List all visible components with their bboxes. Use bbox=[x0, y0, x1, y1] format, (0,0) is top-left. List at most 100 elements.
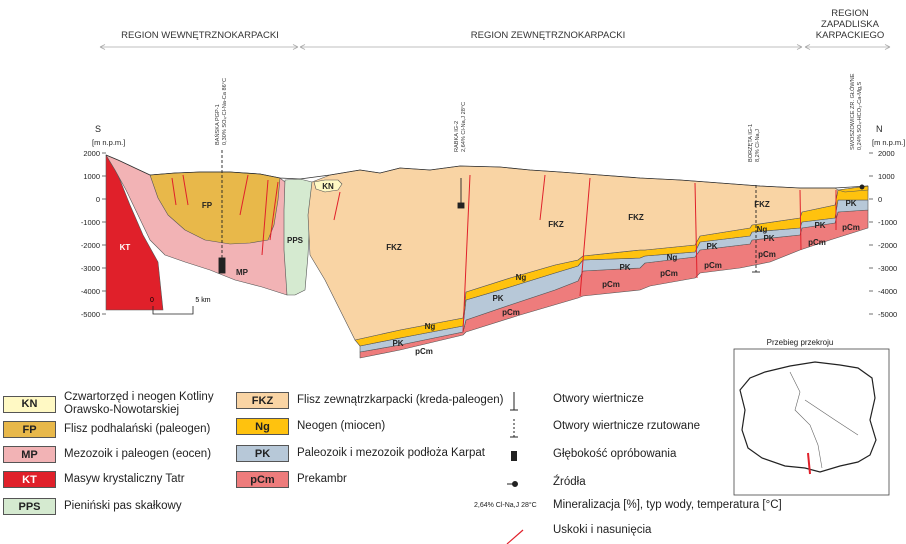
well-annotations: BAŃSKA PGP-1 0,30% SO₄-Cl-Na-Ca 86°C RAB… bbox=[214, 73, 863, 162]
well-icon bbox=[510, 392, 518, 411]
tick-label: -3000 bbox=[81, 264, 100, 273]
fault-line bbox=[261, 179, 269, 256]
label-ng: Ng bbox=[425, 322, 436, 331]
cross-section bbox=[105, 154, 869, 359]
symbol-label-faults: Uskoki i nasunięcia bbox=[553, 524, 652, 536]
axis-unit-right: [m n.p.m.] bbox=[872, 138, 905, 147]
fault-line bbox=[269, 181, 279, 241]
label-pk: PK bbox=[763, 234, 774, 243]
symbol-label-sampling-depth: Głębokość opróbowania bbox=[553, 448, 677, 460]
axis-unit-left: [m n.p.m.] bbox=[92, 138, 125, 147]
river-icon bbox=[804, 399, 859, 436]
label-pk: PK bbox=[814, 221, 825, 230]
label-pcm: pCm bbox=[704, 261, 722, 270]
legend-swatch-pk: PK bbox=[236, 445, 289, 462]
sampling-depth-banska bbox=[218, 257, 226, 274]
fault-line bbox=[171, 177, 177, 206]
axis-direction-south: S bbox=[95, 124, 101, 134]
legend-label-pcm: Prekambr bbox=[297, 473, 347, 485]
region-headers: REGION WEWNĘTRZNOKARPACKI REGION ZEWNĘTR… bbox=[121, 8, 884, 41]
legend-item-mp: MP Mezozoik i paleogen (eocen) bbox=[3, 446, 211, 463]
fault-line bbox=[539, 174, 546, 221]
tick-label: -1000 bbox=[81, 218, 100, 227]
label-pcm: pCm bbox=[842, 223, 860, 232]
region-arrows bbox=[99, 44, 891, 50]
legend-item-fp: FP Flisz podhalański (paleogen) bbox=[3, 421, 210, 438]
legend-label-fp: Flisz podhalański (paleogen) bbox=[64, 423, 211, 435]
sampling-depth-rabka bbox=[457, 202, 465, 209]
symbol-label-projected-wells: Otwory wiertnicze rzutowane bbox=[553, 420, 700, 432]
label-fkz: FKZ bbox=[628, 213, 644, 222]
region-arrow-foredeep bbox=[804, 44, 891, 50]
symbol-label-springs: Źródła bbox=[553, 476, 586, 488]
region-foredeep-line3: KARPACKIEGO bbox=[816, 30, 884, 41]
inset-frame bbox=[733, 348, 890, 496]
region-inner-label: REGION WEWNĘTRZNOKARPACKI bbox=[121, 30, 279, 41]
region-outer-label: REGION ZEWNĘTRZNOKARPACKI bbox=[471, 30, 625, 41]
label-kn: KN bbox=[322, 182, 334, 191]
fault-line bbox=[694, 182, 698, 279]
topography-line bbox=[105, 154, 869, 189]
sampling-depth-icon bbox=[511, 451, 517, 461]
well-info-banska: 0,30% SO₄-Cl-Na-Ca 86°C bbox=[222, 78, 228, 145]
axis-ticks bbox=[102, 152, 873, 315]
label-pk: PK bbox=[619, 263, 630, 272]
legend-symbol-icons bbox=[506, 392, 524, 544]
faults bbox=[171, 174, 837, 333]
label-pk: PK bbox=[845, 199, 856, 208]
poland-outline bbox=[739, 361, 877, 473]
label-pcm: pCm bbox=[808, 238, 826, 247]
label-mp: MP bbox=[236, 268, 249, 277]
legend-swatch-ng: Ng bbox=[236, 418, 289, 435]
tick-label: -3000 bbox=[878, 264, 897, 273]
label-pcm: pCm bbox=[758, 250, 776, 259]
label-fkz: FKZ bbox=[386, 243, 402, 252]
region-foredeep-line1: REGION bbox=[831, 8, 869, 19]
legend-label-ng: Neogen (miocen) bbox=[297, 420, 386, 432]
inset-title: Przebieg przekroju bbox=[767, 338, 834, 347]
label-pk: PK bbox=[392, 339, 403, 348]
unit-labels: KN FP MP KT PPS FKZ FKZ FKZ FKZ Ng Ng Ng… bbox=[120, 182, 860, 356]
legend-item-pcm: pCm Prekambr bbox=[236, 471, 347, 488]
tick-label: -4000 bbox=[81, 287, 100, 296]
wells bbox=[218, 150, 865, 274]
spring-icon bbox=[507, 481, 518, 487]
fault-line bbox=[462, 174, 471, 333]
tick-label: -2000 bbox=[81, 241, 100, 250]
label-ng: Ng bbox=[757, 225, 768, 234]
tick-label: 2000 bbox=[878, 149, 895, 158]
label-pcm: pCm bbox=[660, 269, 678, 278]
tick-label: 0 bbox=[878, 195, 882, 204]
legend-swatch-mp: MP bbox=[3, 446, 56, 463]
well-info-swoszowice: 0,24% SO₄-HCO₃-Ca-Mg,S bbox=[857, 81, 863, 150]
axis-direction-north: N bbox=[876, 124, 883, 134]
section-trace-line bbox=[807, 452, 811, 475]
tick-label: -5000 bbox=[878, 310, 897, 319]
spring-swoszowice bbox=[859, 184, 865, 190]
label-ng: Ng bbox=[667, 253, 678, 262]
scale-start: 0 bbox=[150, 297, 154, 304]
inset-map: Przebieg przekroju bbox=[733, 338, 890, 496]
well-name-swoszowice: SWOSZOWICE ZR. GŁÓWNE bbox=[849, 73, 856, 150]
legend-item-fkz: FKZ Flisz zewnątrzkarpacki (kreda-paleog… bbox=[236, 392, 503, 409]
well-name-banska: BAŃSKA PGP-1 bbox=[214, 104, 221, 145]
fault-line bbox=[333, 191, 341, 221]
fault-line bbox=[579, 177, 591, 297]
tick-label: 1000 bbox=[83, 172, 100, 181]
label-pk: PK bbox=[492, 294, 503, 303]
legend-swatch-pcm: pCm bbox=[236, 471, 289, 488]
legend-swatch-fkz: FKZ bbox=[236, 392, 289, 409]
well-info-rabka: 2,64% Cl-Na,J 28°C bbox=[461, 102, 467, 152]
label-fkz: FKZ bbox=[548, 220, 564, 229]
label-ng: Ng bbox=[516, 273, 527, 282]
symbol-label-mineralization: Mineralizacja [%], typ wody, temperatura… bbox=[553, 499, 782, 511]
legend-label-pps: Pieniński pas skałkowy bbox=[64, 500, 182, 512]
legend-label-fkz: Flisz zewnątrzkarpacki (kreda-paleogen) bbox=[297, 394, 504, 406]
legend-item-ng: Ng Neogen (miocen) bbox=[236, 418, 385, 435]
legend-item-pk: PK Paleozoik i mezozoik podłoża Karpat bbox=[236, 445, 485, 462]
fault-line bbox=[182, 174, 189, 206]
legend-swatch-pps: PPS bbox=[3, 498, 56, 515]
label-pcm: pCm bbox=[502, 308, 520, 317]
river-icon bbox=[789, 371, 823, 469]
